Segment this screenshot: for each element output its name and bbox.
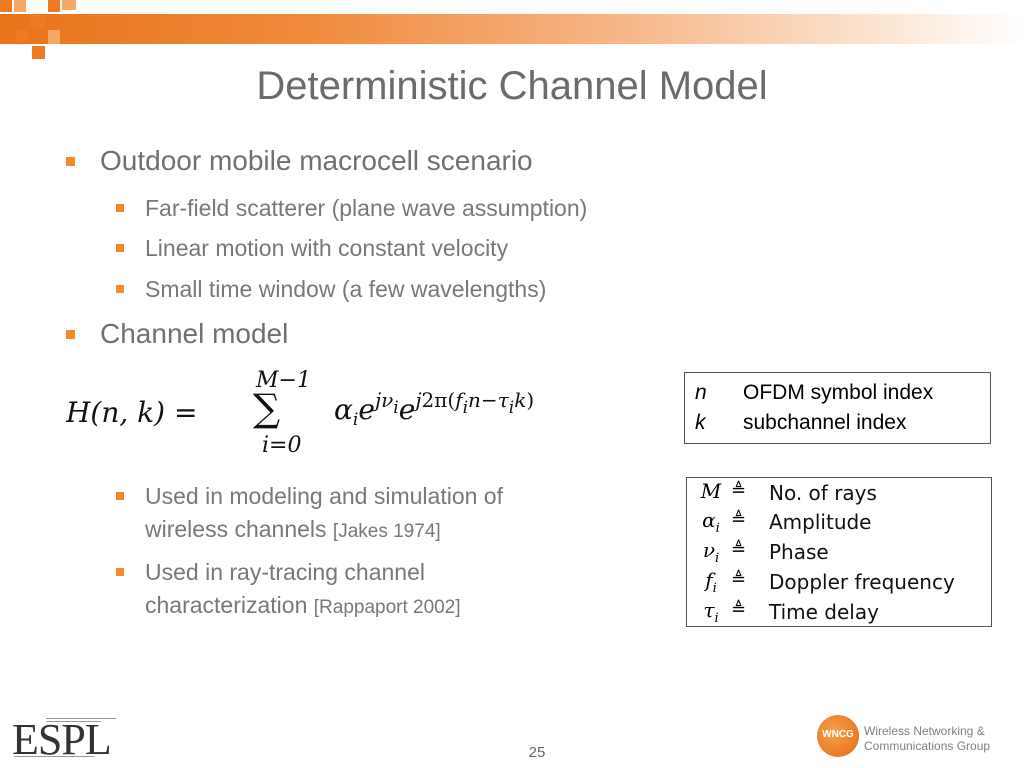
- bullet-modeling-line1: Used in modeling and simulation of: [145, 483, 503, 509]
- definitions-box: M ≜ No. of rays αi ≜ Amplitude νi ≜ Phas…: [686, 477, 992, 627]
- formula-terms: αiejνiej2π(fin−τik): [334, 388, 535, 430]
- sum-upper-limit: M−1: [256, 368, 311, 393]
- bullet-marker: [66, 157, 75, 166]
- page-number: 25: [528, 744, 546, 761]
- bullet-ray-tracing-line1: Used in ray-tracing channel: [145, 559, 425, 585]
- sum-symbol: ∑: [253, 386, 281, 430]
- header-square: [0, 0, 12, 12]
- bullet-modeling-simulation: Used in modeling and simulation of wirel…: [145, 480, 503, 548]
- sum-lower-limit: i=0: [262, 433, 302, 458]
- bullet-ray-tracing-line2: characterization [Rappaport 2002]: [145, 592, 461, 618]
- espl-logo: ESPL: [8, 712, 118, 764]
- channel-formula: H(n, k) = M−1 ∑ i=0 αiejνiej2π(fin−τik): [66, 368, 666, 458]
- bullet-marker: [116, 568, 124, 576]
- bullet-far-field: Far-field scatterer (plane wave assumpti…: [145, 195, 588, 221]
- espl-logo-text: ESPL: [12, 715, 112, 764]
- header-square: [30, 14, 45, 29]
- slide-title: Deterministic Channel Model: [256, 64, 768, 108]
- header-square: [48, 0, 60, 12]
- bullet-marker: [116, 204, 124, 212]
- bullet-marker: [116, 285, 124, 293]
- bullet-marker: [116, 244, 124, 252]
- bullet-linear-motion: Linear motion with constant velocity: [145, 235, 509, 261]
- header-square: [16, 30, 28, 42]
- definition-row-f: fi ≜ Doppler frequency: [705, 568, 955, 596]
- wncg-logo: WNCG: [817, 715, 859, 757]
- definition-row-m: M ≜ No. of rays: [700, 479, 877, 505]
- bullet-time-window: Small time window (a few wavelengths): [145, 276, 547, 302]
- bullet-ray-tracing: Used in ray-tracing channel characteriza…: [145, 556, 461, 624]
- header-square: [48, 30, 60, 44]
- header-square: [14, 0, 26, 12]
- definition-row-alpha: αi ≜ Amplitude: [702, 508, 872, 536]
- wncg-group-name: Wireless Networking & Communications Gro…: [864, 724, 991, 753]
- citation-rappaport: [Rappaport 2002]: [313, 597, 461, 618]
- definition-row-nu: νi ≜ Phase: [702, 538, 829, 566]
- formula-lhs: H(n, k) =: [66, 396, 198, 429]
- citation-jakes: [Jakes 1974]: [332, 521, 441, 542]
- definition-row-tau: τi ≜ Time delay: [703, 598, 879, 626]
- header-square: [62, 0, 76, 10]
- header-gradient-bar: [0, 14, 1024, 44]
- bullet-marker: [66, 330, 75, 339]
- bullet-channel-model: Channel model: [100, 318, 289, 349]
- bullet-marker: [116, 492, 124, 500]
- header-square: [32, 46, 45, 59]
- bullet-modeling-line2: wireless channels [Jakes 1974]: [145, 516, 441, 542]
- bullet-outdoor-scenario: Outdoor mobile macrocell scenario: [100, 145, 533, 176]
